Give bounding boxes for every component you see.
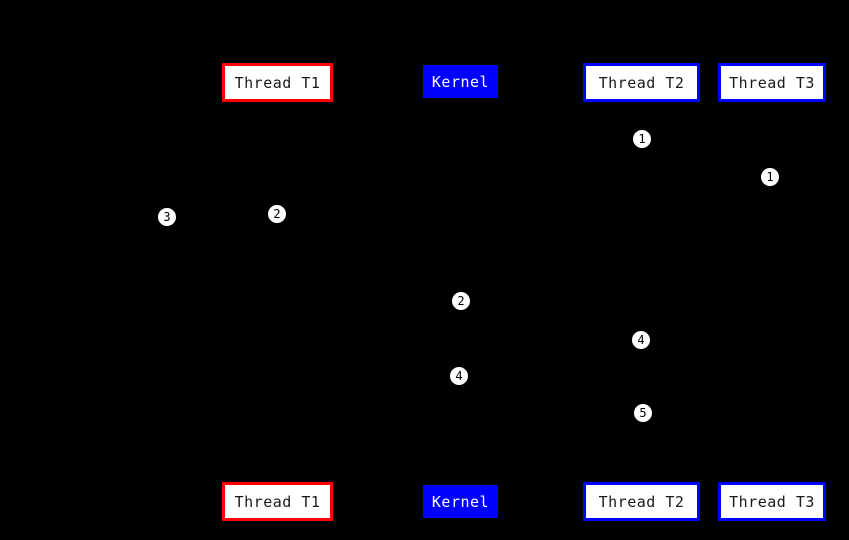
participant-box-kernel-bottom: Kernel xyxy=(423,485,498,518)
participant-label-thread-t1: Thread T1 xyxy=(234,492,321,511)
participant-box-thread-t1-top: Thread T1 xyxy=(222,63,333,102)
participant-label-thread-t3: Thread T3 xyxy=(729,492,815,511)
participant-label-thread-t3: Thread T3 xyxy=(729,73,815,92)
message-number-badge: 3 xyxy=(157,207,177,227)
lifeline-thread-t3 xyxy=(771,102,772,482)
lifeline-thread-t1 xyxy=(277,102,278,482)
message-number-badge: 4 xyxy=(449,366,469,386)
participant-box-thread-t2-bottom: Thread T2 xyxy=(583,482,700,521)
message-number-badge: 4 xyxy=(631,330,651,350)
participant-label-thread-t1: Thread T1 xyxy=(234,73,321,92)
message-number-badge: 2 xyxy=(267,204,287,224)
participant-label-thread-t2: Thread T2 xyxy=(598,492,685,511)
message-number-badge: 1 xyxy=(632,129,652,149)
participant-box-thread-t3-top: Thread T3 xyxy=(718,63,826,102)
message-number-badge: 5 xyxy=(633,403,653,423)
lifeline-thread-t2 xyxy=(641,102,642,482)
participant-box-thread-t3-bottom: Thread T3 xyxy=(718,482,826,521)
message-number-badge: 1 xyxy=(760,167,780,187)
participant-label-kernel: Kernel xyxy=(431,492,490,511)
participant-box-kernel-top: Kernel xyxy=(423,65,498,98)
participant-box-thread-t1-bottom: Thread T1 xyxy=(222,482,333,521)
participant-label-thread-t2: Thread T2 xyxy=(598,73,685,92)
message-number-badge: 2 xyxy=(451,291,471,311)
participant-label-kernel: Kernel xyxy=(431,72,490,91)
participant-box-thread-t2-top: Thread T2 xyxy=(583,63,700,102)
